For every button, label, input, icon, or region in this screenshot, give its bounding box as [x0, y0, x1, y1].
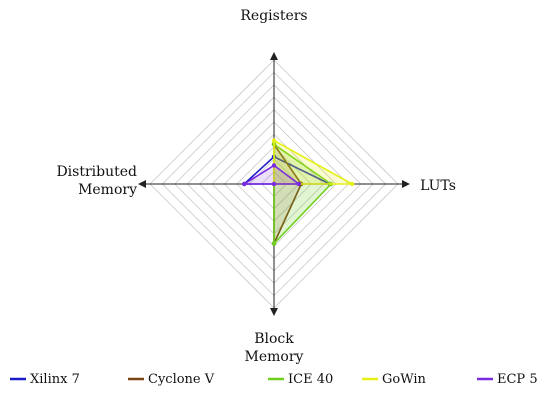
legend-item: Xilinx 7: [10, 372, 80, 387]
axis-label-registers: Registers: [240, 8, 307, 24]
legend-label: ECP 5: [497, 372, 538, 387]
data-point-block_memory: [271, 241, 277, 246]
legend-label: Xilinx 7: [30, 372, 80, 387]
data-point-registers: [271, 138, 277, 143]
radar-series: [242, 138, 355, 246]
data-point-block_memory: [271, 181, 277, 187]
series-ecp-5: [242, 163, 301, 187]
legend-item: GoWin: [362, 372, 427, 387]
axis-label-luts: LUTs: [420, 178, 456, 194]
data-point-registers: [271, 163, 277, 168]
series-area: [273, 139, 353, 185]
data-point-luts: [349, 181, 355, 187]
legend-label: GoWin: [382, 372, 427, 387]
legend-item: Cyclone V: [128, 372, 215, 387]
legend: Xilinx 7 Cyclone V ICE 40 GoWin ECP 5: [10, 372, 538, 387]
legend-label: Cyclone V: [148, 372, 215, 387]
data-point-luts: [296, 181, 301, 187]
legend-label: ICE 40: [288, 372, 333, 387]
legend-item: ICE 40: [268, 372, 333, 387]
legend-item: ECP 5: [477, 372, 538, 387]
data-point-distributed_memory: [242, 181, 247, 187]
